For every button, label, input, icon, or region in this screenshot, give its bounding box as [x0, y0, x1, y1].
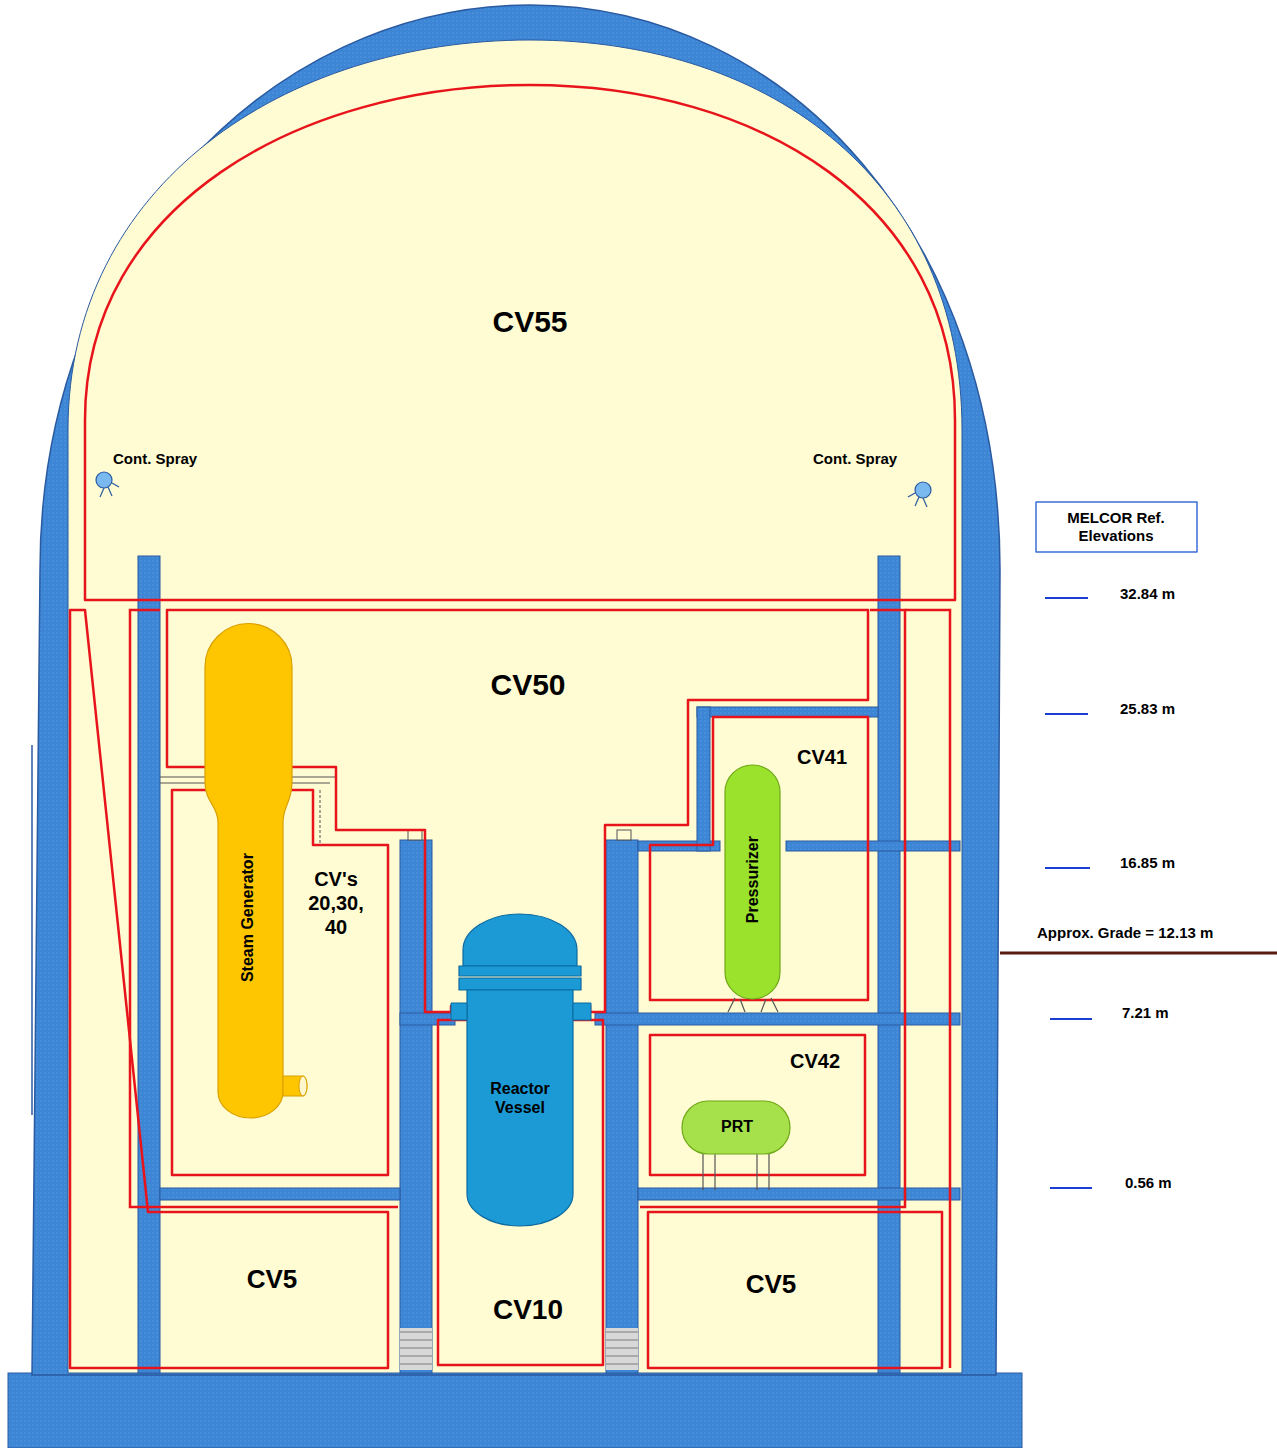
node-label: CV41 [797, 745, 847, 769]
legend-box: MELCOR Ref. Elevations [1036, 502, 1197, 552]
control-volume: CV10 Reactor Vessel [438, 1020, 603, 1365]
elevation-label: Approx. Grade = 12.13 m [1037, 924, 1213, 941]
node-label: CV50 [490, 667, 565, 703]
spray-label: Cont. Spray [113, 450, 197, 467]
node-label: CV5 [746, 1269, 797, 1300]
elevation-label: 25.83 m [1120, 700, 1175, 717]
control-volume-outline [648, 1205, 950, 1368]
elevation-label: 32.84 m [1120, 585, 1175, 602]
grade-line [1000, 952, 1277, 955]
spray-label: Cont. Spray [813, 450, 897, 467]
node-label: Pressurizer [743, 836, 762, 923]
elevation-label: 16.85 m [1120, 854, 1175, 871]
control-volume-outline [85, 85, 955, 600]
node-label: PRT [721, 1117, 753, 1136]
node-label: CV's 20,30, 40 [299, 867, 373, 939]
control-volume: CV41Pressurizer [650, 717, 868, 1000]
control-volume: CV55 [85, 85, 955, 600]
control-volume: CV5 [70, 1205, 388, 1368]
annulus-outline [130, 610, 950, 1368]
node-label: CV10 [493, 1293, 563, 1327]
elevation-label: 0.56 m [1125, 1174, 1172, 1191]
reactor-vessel-outline [448, 915, 594, 1228]
node-label: Steam Generator [237, 854, 256, 983]
steam-generator: Steam Generator [203, 622, 310, 1124]
elevation-label: 7.21 m [1122, 1004, 1169, 1021]
node-label: CV42 [790, 1049, 840, 1073]
steam-generator-outline [203, 622, 310, 1124]
control-volume-outline [70, 1205, 388, 1368]
containment-shell [32, 5, 1000, 1375]
pressurizer: Pressurizer [722, 762, 784, 1014]
pressurizer-relief-tank: PRT [680, 1099, 792, 1191]
control-volume: CV42PRT [650, 1035, 865, 1175]
node-label: MELCOR Ref. Elevations [1054, 509, 1178, 545]
node-label: Reactor Vessel [474, 1079, 566, 1117]
containment-interior [68, 40, 962, 1373]
base-slab [8, 1373, 1022, 1448]
control-volume: CV's 20,30, 40 Steam Generator [172, 790, 388, 1175]
control-volume: CV5 [648, 1205, 950, 1368]
reactor-vessel: Reactor Vessel [448, 915, 594, 1228]
interior-walls [138, 556, 960, 1373]
spray-nozzle [96, 472, 931, 507]
node-label: CV5 [247, 1264, 298, 1295]
pressurizer-relief-tank-outline [680, 1099, 792, 1191]
elevation-tick [1045, 598, 1092, 1188]
node-label: CV55 [492, 304, 567, 340]
